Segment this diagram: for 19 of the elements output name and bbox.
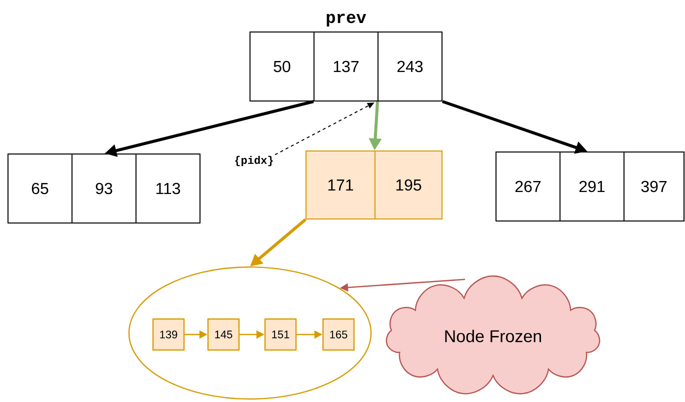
array-box (306, 150, 442, 220)
ellipse (128, 266, 372, 400)
array-heading: prev (326, 14, 366, 26)
list-box: 151 (264, 318, 297, 351)
array-cell: 397 (624, 152, 684, 222)
array-cell: 243 (378, 32, 442, 102)
array-cell: 50 (250, 32, 314, 102)
array-cell: 113 (136, 154, 200, 224)
array-cell: 291 (560, 152, 624, 222)
array-cell: 171 (306, 150, 376, 220)
array-cell: 65 (8, 154, 72, 224)
code-label: {pidx} (235, 156, 273, 166)
array-cell: 267 (496, 152, 560, 222)
list-box: 145 (207, 318, 240, 351)
array-cell: 195 (374, 150, 442, 220)
list-box: 139 (152, 318, 185, 351)
array-cell: 93 (72, 154, 136, 224)
array-cell: 137 (314, 32, 378, 102)
list-box: 165 (322, 318, 355, 351)
